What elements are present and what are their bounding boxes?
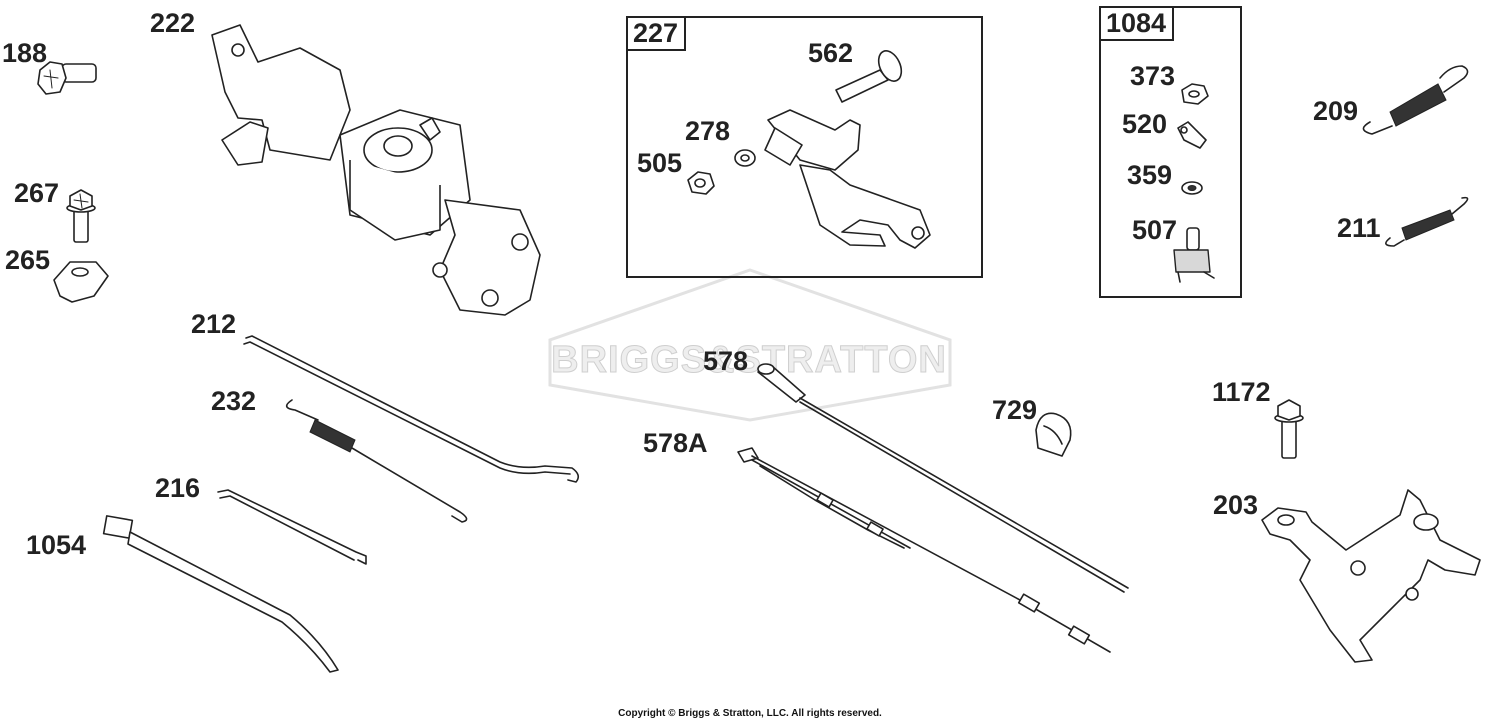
part-222-control-bracket-icon [211, 24, 541, 316]
part-562-pin-icon [835, 50, 903, 103]
part-232-spring-icon [285, 399, 468, 523]
callout-188[interactable]: 188 [2, 38, 48, 68]
callout-267[interactable]: 267 [14, 178, 60, 208]
part-267-bolt-icon [66, 189, 96, 243]
callout-232[interactable]: 232 [211, 386, 257, 416]
group-227-box: 227 [626, 16, 983, 278]
callout-562[interactable]: 562 [808, 38, 854, 68]
callout-222[interactable]: 222 [150, 8, 196, 38]
part-729-clamp-icon [1035, 412, 1072, 457]
part-212-link-rod-icon [243, 335, 580, 483]
callout-1054[interactable]: 1054 [26, 530, 87, 560]
part-278-washer-icon [734, 149, 756, 167]
part-209-spring-icon [1362, 65, 1469, 135]
callout-729[interactable]: 729 [992, 395, 1038, 425]
callout-216[interactable]: 216 [155, 473, 201, 503]
part-216-rod-icon [217, 489, 367, 565]
part-578a-harness-icon [737, 447, 1111, 653]
part-520-terminal-icon [1177, 121, 1207, 149]
callout-373[interactable]: 373 [1130, 61, 1176, 91]
callout-209[interactable]: 209 [1313, 96, 1359, 126]
watermark-logo: BRIGGS&STRATTON [551, 338, 947, 381]
part-1054-cable-tie-icon [102, 515, 339, 673]
part-203-bracket-icon [1261, 489, 1481, 663]
part-227-throttle-lever-icon [764, 109, 931, 249]
part-211-spring-icon [1385, 196, 1469, 247]
part-373-nut-icon [1181, 83, 1209, 105]
watermark-hexagon [548, 268, 952, 422]
group-1084-box: 1084 [1099, 6, 1242, 298]
group-227-label: 227 [628, 18, 687, 52]
callout-505[interactable]: 505 [637, 148, 683, 178]
callout-1172[interactable]: 1172 [1212, 377, 1271, 407]
callout-578a[interactable]: 578A [643, 428, 708, 458]
callout-265[interactable]: 265 [5, 245, 51, 275]
callout-520[interactable]: 520 [1122, 109, 1168, 139]
part-265-clip-icon [53, 261, 109, 303]
group-1084-label: 1084 [1101, 8, 1175, 42]
part-505-nut-icon [687, 171, 715, 195]
copyright-notice: Copyright © Briggs & Stratton, LLC. All … [618, 708, 882, 719]
part-578-cable-icon [757, 363, 1129, 593]
callout-359[interactable]: 359 [1127, 160, 1173, 190]
callout-211[interactable]: 211 [1337, 213, 1381, 243]
part-1172-bolt-icon [1274, 399, 1304, 459]
callout-212[interactable]: 212 [191, 309, 237, 339]
part-507-switch-icon [1173, 227, 1215, 283]
part-359-washer-icon [1181, 181, 1203, 195]
callout-578[interactable]: 578 [703, 346, 749, 376]
callout-507[interactable]: 507 [1132, 215, 1178, 245]
callout-278[interactable]: 278 [685, 116, 731, 146]
part-188-bolt-icon [37, 61, 97, 95]
callout-203[interactable]: 203 [1213, 490, 1259, 520]
